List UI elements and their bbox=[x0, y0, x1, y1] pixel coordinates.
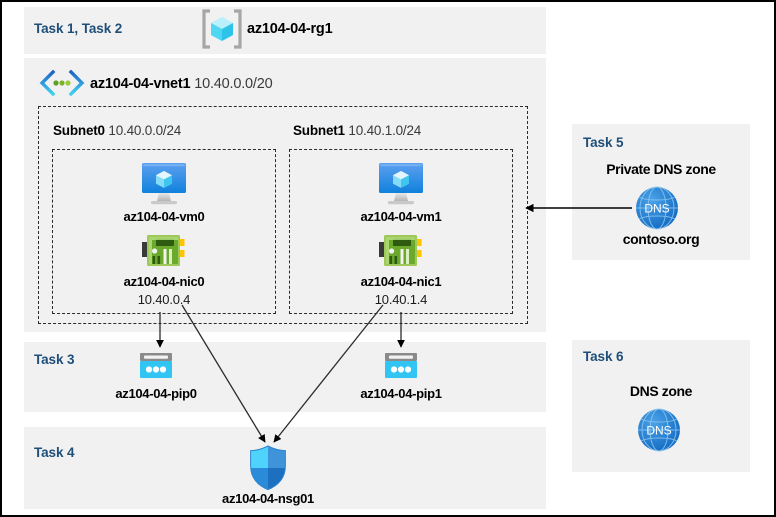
nic1-ip: 10.40.1.4 bbox=[374, 292, 428, 307]
private-dns-zone-heading: Private DNS zone bbox=[606, 161, 716, 177]
nic1-label: az104-04-nic1 bbox=[360, 274, 442, 289]
task-label-1-2: Task 1, Task 2 bbox=[34, 21, 123, 36]
task-label-3: Task 3 bbox=[34, 352, 75, 367]
vm0-label: az104-04-vm0 bbox=[123, 209, 205, 224]
subnet0-box bbox=[52, 149, 276, 314]
dns-icon-text: DNS bbox=[644, 202, 669, 216]
virtual-machine-icon bbox=[138, 160, 190, 206]
task-label-6: Task 6 bbox=[583, 349, 624, 364]
pip1-label: az104-04-pip1 bbox=[360, 386, 442, 401]
vnet-panel bbox=[24, 58, 546, 332]
dns-zone-icon: DNS bbox=[636, 407, 682, 453]
network-interface-icon bbox=[379, 231, 423, 271]
dns-icon-text: DNS bbox=[646, 424, 671, 438]
nsg-label: az104-04-nsg01 bbox=[222, 491, 314, 506]
virtual-network-icon bbox=[39, 69, 85, 97]
subnet0-name: Subnet0 bbox=[53, 123, 105, 138]
virtual-machine-icon bbox=[375, 160, 427, 206]
public-ip-address-icon bbox=[383, 351, 419, 383]
vnet-name: az104-04-vnet1 bbox=[90, 76, 191, 92]
subnet0-cidr: 10.40.0.0/24 bbox=[108, 123, 182, 138]
resource-group-icon bbox=[199, 8, 245, 50]
vnet-title: az104-04-vnet1 10.40.0.0/20 bbox=[90, 76, 273, 92]
resource-group-panel bbox=[24, 7, 546, 54]
subnet1-name: Subnet1 bbox=[293, 123, 345, 138]
dns-zone-icon: DNS bbox=[634, 185, 680, 231]
subnet1-cidr: 10.40.1.0/24 bbox=[348, 123, 422, 138]
nic0-label: az104-04-nic0 bbox=[123, 274, 205, 289]
pip0-label: az104-04-pip0 bbox=[115, 386, 197, 401]
network-security-group-icon bbox=[248, 445, 288, 491]
resource-group-name: az104-04-rg1 bbox=[247, 21, 333, 37]
vnet-cidr: 10.40.0.0/20 bbox=[194, 76, 273, 92]
dns-zone-heading: DNS zone bbox=[629, 383, 693, 399]
nic0-ip: 10.40.0.4 bbox=[137, 292, 191, 307]
subnet1-title: Subnet1 10.40.1.0/24 bbox=[293, 123, 421, 138]
network-interface-icon bbox=[142, 231, 186, 271]
task-label-5: Task 5 bbox=[583, 135, 624, 150]
task-label-4: Task 4 bbox=[34, 445, 75, 460]
vm1-label: az104-04-vm1 bbox=[360, 209, 442, 224]
private-dns-zone-name: contoso.org bbox=[622, 231, 700, 247]
task3-panel bbox=[24, 342, 546, 412]
subnet0-title: Subnet0 10.40.0.0/24 bbox=[53, 123, 181, 138]
public-ip-address-icon bbox=[138, 351, 174, 383]
